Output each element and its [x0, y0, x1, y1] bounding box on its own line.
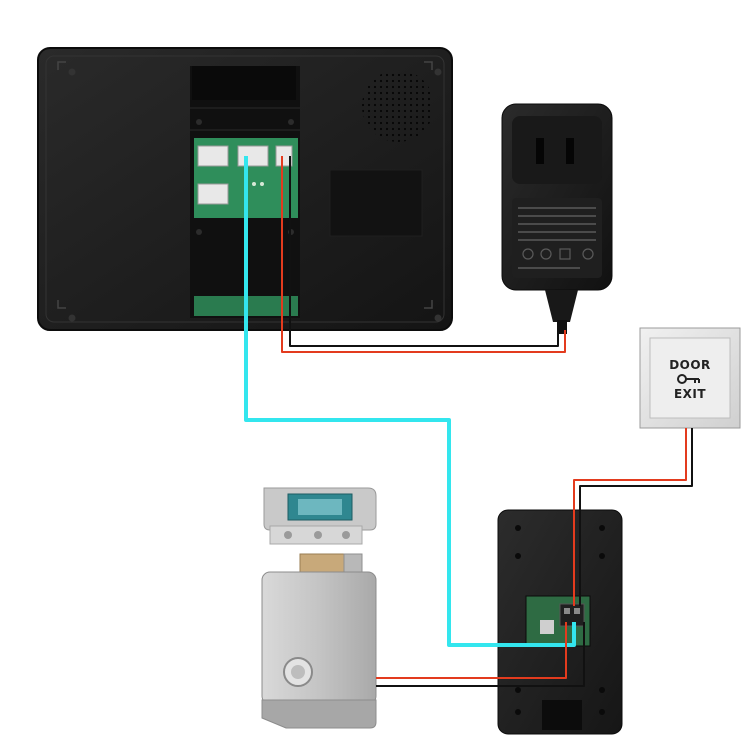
adapter-wire-black [289, 156, 559, 347]
lock-wire-black [376, 622, 585, 687]
screw-hole [68, 314, 76, 322]
screw-hole [68, 68, 76, 76]
outdoor-mount-holes [515, 525, 605, 715]
connector-block [197, 183, 229, 205]
power-adapter [501, 103, 613, 334]
plug-prong [536, 138, 544, 164]
monitor-label-area [329, 169, 423, 237]
electric-lock [261, 553, 377, 729]
screw [284, 531, 292, 539]
terminal-screw [574, 608, 580, 614]
adapter-plug-face [512, 116, 602, 184]
monitor-corner-marks [57, 61, 433, 309]
pcb-pad [260, 182, 264, 186]
screw [314, 531, 322, 539]
outdoor-camera-unit [497, 509, 623, 735]
exit-button-label-exit: EXIT [674, 387, 706, 401]
adapter-spec-lines [518, 207, 596, 269]
connector-block [237, 145, 269, 167]
exit-button-label-door: DOOR [669, 358, 711, 372]
exit-wire-black [579, 428, 693, 606]
adapter-cable-end [557, 320, 567, 334]
pcb-pad [252, 182, 256, 186]
key-icon [677, 374, 700, 384]
signal-wire-cyan [244, 156, 576, 647]
screw-hole [434, 68, 442, 76]
connector-blocks [197, 145, 293, 205]
terminal-screw [564, 608, 570, 614]
monitor-top-slot [192, 66, 296, 100]
wiring [244, 156, 693, 687]
speaker-grille [362, 70, 434, 142]
screw-hole [196, 229, 202, 235]
screw [342, 531, 350, 539]
screw-hole [196, 119, 202, 125]
adapter-spec-label [512, 198, 602, 278]
connector-block [275, 145, 293, 167]
lock-strike-plate [263, 487, 377, 545]
screw-hole [434, 314, 442, 322]
pcb-component [540, 620, 554, 634]
connector-block [197, 145, 229, 167]
adapter-wire-red [281, 156, 566, 353]
lock-keyhole-center [291, 665, 305, 679]
lock-body [261, 571, 377, 705]
screw-hole [288, 119, 294, 125]
certification-marks [522, 248, 594, 260]
strike-plate-inner [298, 499, 342, 515]
outdoor-unit-cutout [542, 700, 582, 730]
lock-mount-flange [261, 699, 377, 729]
lock-wire-red [376, 622, 567, 679]
plug-prong [566, 138, 574, 164]
door-exit-button: DOOR EXIT [639, 327, 741, 429]
adapter-strain-relief [545, 290, 578, 322]
exit-wire-red [573, 428, 687, 606]
